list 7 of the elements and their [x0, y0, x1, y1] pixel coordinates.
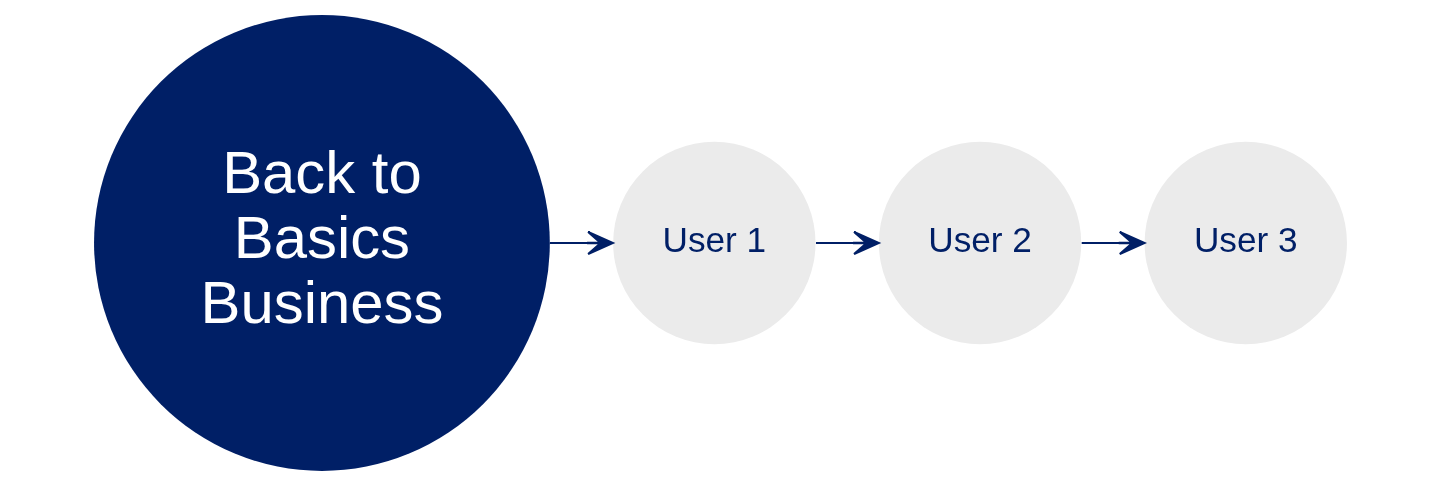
- arrow: [549, 230, 614, 256]
- node-circle: User 1: [612, 141, 816, 345]
- node-circle: Back to Basics Business: [93, 15, 550, 471]
- node-circle: User 2: [878, 141, 1081, 345]
- node-circle: User 3: [1144, 141, 1347, 345]
- arrow: [1081, 230, 1145, 256]
- arrow: [815, 230, 880, 256]
